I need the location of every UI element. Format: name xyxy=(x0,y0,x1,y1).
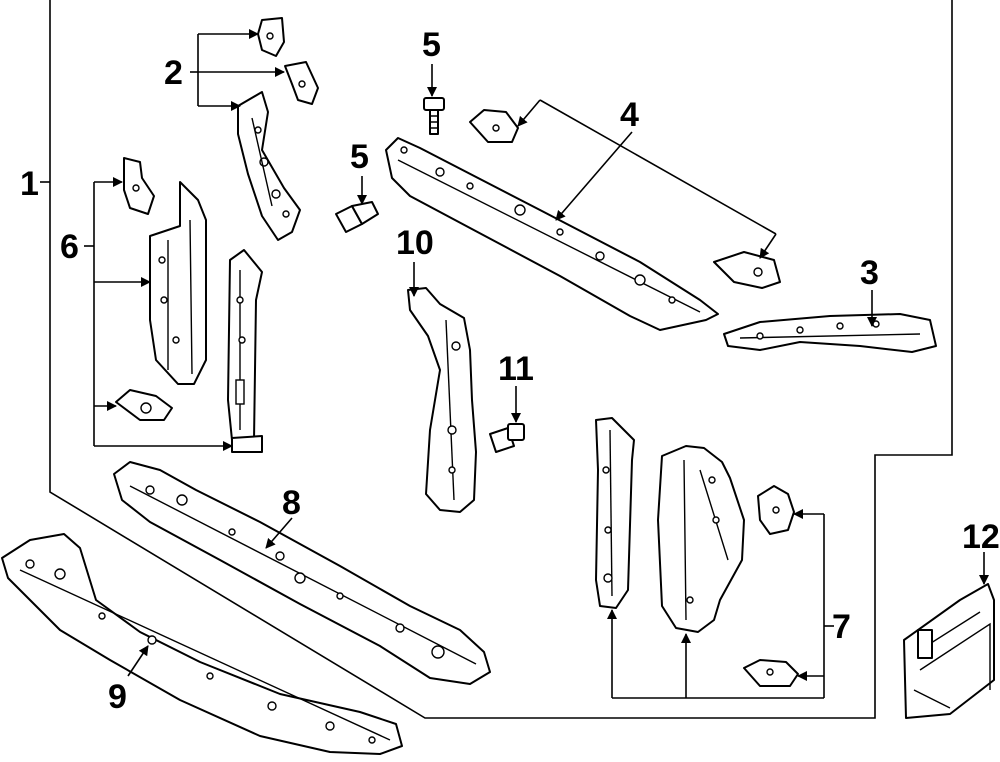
part-6-side-panel[interactable] xyxy=(149,181,207,385)
part-7-bracket-upper[interactable] xyxy=(757,485,795,535)
bolt-5a[interactable] xyxy=(423,97,445,135)
assembly-outline xyxy=(49,0,953,719)
bolt-11[interactable] xyxy=(489,423,525,453)
callout-5a: 5 xyxy=(422,26,441,64)
part-2-group[interactable] xyxy=(237,17,319,241)
callout-8: 8 xyxy=(282,484,301,522)
part-9-lower-member[interactable] xyxy=(1,533,403,755)
callout-12: 12 xyxy=(962,518,1000,556)
part-4-bracket-left[interactable] xyxy=(469,109,519,143)
leader-lines xyxy=(40,29,989,699)
part-4-bracket-right[interactable] xyxy=(713,251,781,289)
bolt-5b[interactable] xyxy=(335,201,379,233)
callout-7: 7 xyxy=(832,608,851,646)
callout-10: 10 xyxy=(396,224,434,262)
part-8-support[interactable] xyxy=(113,461,491,685)
part-7-bracket-lower[interactable] xyxy=(743,659,799,687)
part-6-bracket-lower[interactable] xyxy=(115,389,173,421)
part-7-side-panel[interactable] xyxy=(657,445,745,633)
part-4-upper-support[interactable] xyxy=(385,137,719,331)
part-6-clip[interactable] xyxy=(231,435,263,453)
callout-9: 9 xyxy=(108,678,127,716)
callout-3: 3 xyxy=(860,254,879,292)
callout-4: 4 xyxy=(620,96,639,134)
callout-6: 6 xyxy=(60,228,79,266)
part-6-bracket-top[interactable] xyxy=(123,157,155,215)
callout-1: 1 xyxy=(20,165,39,203)
callout-5b: 5 xyxy=(350,138,369,176)
callout-11: 11 xyxy=(498,350,534,388)
part-6-side-support[interactable] xyxy=(227,249,263,449)
part-12-guide[interactable] xyxy=(903,583,995,719)
callout-labels: 1 2 5 5 4 3 6 10 11 8 9 7 12 xyxy=(20,26,1000,716)
part-7-side-support[interactable] xyxy=(595,417,635,609)
part-10-center-stay[interactable] xyxy=(407,287,477,513)
part-3-cross-member[interactable] xyxy=(723,313,937,353)
callout-2: 2 xyxy=(164,54,183,92)
